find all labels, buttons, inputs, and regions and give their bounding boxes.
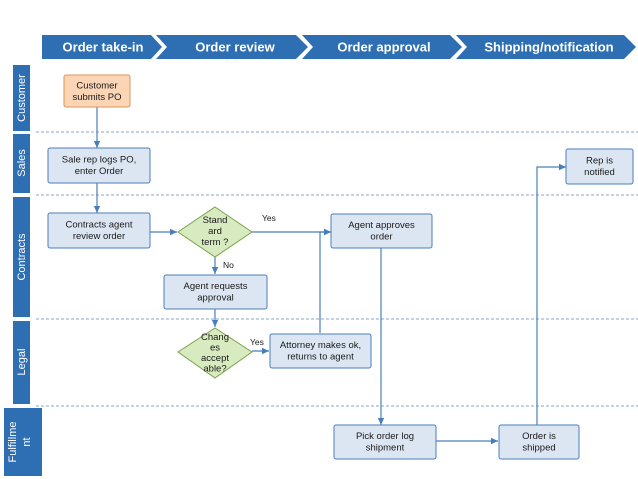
node-label-line: Contracts agent [65,220,132,231]
node-label-line: shipment [366,443,405,454]
node-label-line: Chang [201,332,229,343]
node-changes-acceptable-decision: Chang es accept able? [177,327,253,379]
phase-header: Order take-in Order review Order approva… [42,35,636,59]
node-label-line: Pick order log [356,431,414,442]
node-rep-notified: Rep is notified [565,148,634,185]
node-label-line: Agent approves [348,220,415,231]
node-sale-rep-logs-po: Sale rep logs PO, enter Order [47,147,151,184]
lane-label-fulfillment-line1: Fulfillme [7,422,19,463]
node-label-line: Customer [76,81,117,92]
process-box [330,213,433,249]
process-box [47,147,151,184]
lane-customer [13,65,30,131]
process-box [498,424,580,460]
phase-order-review: Order review [156,35,308,59]
node-label-line: Sale rep logs PO, [62,155,136,166]
edge-attorney-to-approves [319,228,331,333]
node-label-line: Agent requests [184,281,248,292]
phase-label: Order review [195,40,275,55]
phase-chevron [156,35,308,59]
node-label-line: Attorney makes ok, [280,340,361,351]
edge-label-yes: Yes [262,213,276,223]
phase-order-take-in: Order take-in [42,35,162,59]
phase-chevron [302,35,462,59]
lane-label-contracts: Contracts [16,233,28,281]
lane-labels: Customer Sales Contracts Legal Fulfillme… [4,65,42,476]
lane-contracts [13,197,30,317]
node-label-line: notified [584,167,615,178]
lane-label-fulfillment-line2: nt [21,437,33,446]
node-attorney-makes-ok: Attorney makes ok, returns to agent [269,333,372,369]
lane-dividers [36,131,638,407]
process-box [269,333,372,369]
node-customer-submits-po: Customer submits PO [63,74,131,108]
node-label-line: Stand [203,215,228,226]
node-label-line: returns to agent [287,352,354,363]
node-label-line: shipped [522,443,555,454]
connectors [93,107,566,445]
phase-chevron [456,35,636,59]
node-label-line: review order [73,231,125,242]
edge-shipped-to-rep [536,163,566,425]
node-contracts-agent-review: Contracts agent review order [47,212,151,249]
lane-label-legal: Legal [16,349,28,376]
node-standard-term-decision: Stand ard term ? [177,206,253,258]
edge-labels: Yes No Yes [223,213,276,347]
lane-sales [13,134,30,193]
node-label-line: Order is [522,431,556,442]
node-label-line: Rep is [586,156,613,167]
lane-label-customer: Customer [16,74,28,122]
nodes: Customer submits PO Sale rep logs PO, en… [47,74,634,460]
process-box [63,74,131,108]
phase-label: Order approval [337,40,430,55]
node-order-is-shipped: Order is shipped [498,424,580,460]
node-label-line: submits PO [72,92,121,103]
node-label-line: term ? [202,237,229,248]
phase-label: Shipping/notification [484,40,613,55]
node-label-line: enter Order [75,166,124,177]
process-box [47,212,151,249]
node-agent-approves: Agent approves order [330,213,433,249]
decision-diamond [177,327,253,379]
node-agent-requests-approval: Agent requests approval [163,274,268,310]
lane-fulfillment [4,408,42,476]
node-label-line: ard [208,226,222,237]
process-box [565,148,634,185]
process-box [163,274,268,310]
node-label-line: approval [197,293,233,304]
phase-shipping-notification: Shipping/notification [456,35,636,59]
phase-label: Order take-in [63,40,144,55]
node-label-line: order [370,232,392,243]
node-pick-order-log-shipment: Pick order log shipment [333,424,437,460]
edge-label-yes: Yes [250,337,264,347]
node-label-line: es [210,343,220,354]
edge-label-no: No [223,260,234,270]
decision-diamond [177,206,253,258]
phase-chevron [42,35,162,59]
phase-order-approval: Order approval [302,35,462,59]
lane-legal [13,321,30,404]
node-label-line: able? [203,364,226,375]
process-box [333,424,437,460]
node-label-line: accept [201,353,229,364]
lane-label-sales: Sales [16,149,28,177]
